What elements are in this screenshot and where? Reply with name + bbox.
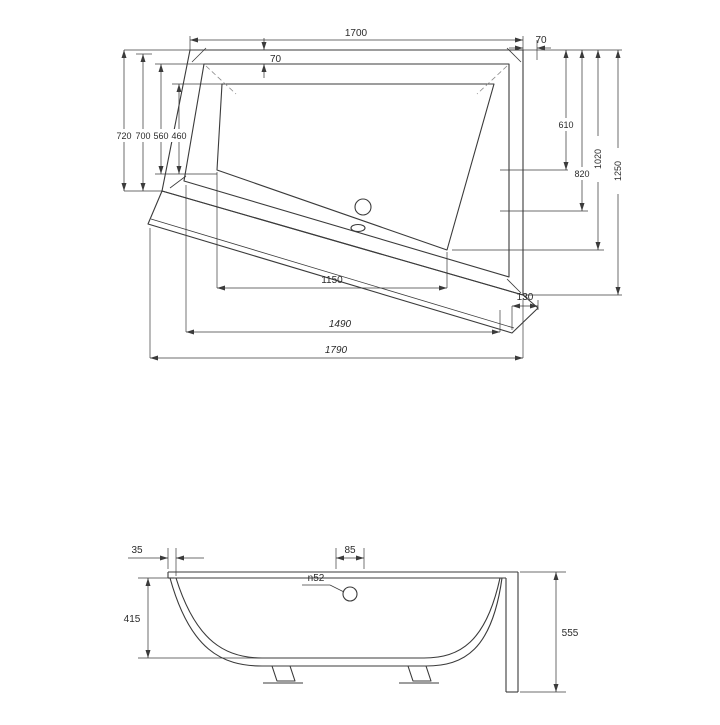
corner-tick [506,47,522,63]
dim-label-820: 820 [574,169,589,179]
dim-label-460: 460 [171,131,186,141]
side-dimensions: 35 85 n52 415 555 [124,545,579,693]
dim-label-1020: 1020 [593,149,603,169]
apron-outline [147,190,539,334]
bowl-outer-shell [169,577,503,667]
apron-edge-line [150,218,515,329]
dim-label-n52: n52 [308,573,325,584]
dim-label-130: 130 [517,292,534,303]
dim-label-720: 720 [116,131,131,141]
plan-dimensions: 1700 70 70 720 700 560 460 [115,28,623,361]
dim-label-1250: 1250 [613,161,623,181]
dim-label-70-right: 70 [535,35,547,46]
dim-label-1150: 1150 [321,275,343,286]
dim-label-1790: 1790 [325,345,348,356]
side-view [167,571,519,693]
drain-hole [354,198,372,216]
corner-dashed-line [476,65,508,95]
dim-label-70-rim: 70 [270,54,282,65]
dim-label-610: 610 [558,120,573,130]
dim-label-555: 555 [562,628,579,639]
dim-label-35: 35 [131,545,143,556]
corner-tick [506,278,522,294]
corner-tick [169,175,187,189]
waste-outlet [350,223,366,233]
bowl-inner-profile [175,577,501,659]
dim-label-85: 85 [344,545,356,556]
dim-label-1700: 1700 [345,28,368,39]
tub-inner-rim-outline [183,63,510,278]
dim-label-700: 700 [135,131,150,141]
plan-view [147,47,539,334]
corner-dashed-line [205,65,237,95]
dim-label-1490: 1490 [329,319,352,330]
foot-right [407,665,432,682]
dim-label-560: 560 [153,131,168,141]
dim-label-415: 415 [124,614,141,625]
foot-left [271,665,296,682]
drain-hole-side [342,586,358,602]
corner-tick [191,47,207,63]
tub-bowl-outline [216,83,495,251]
